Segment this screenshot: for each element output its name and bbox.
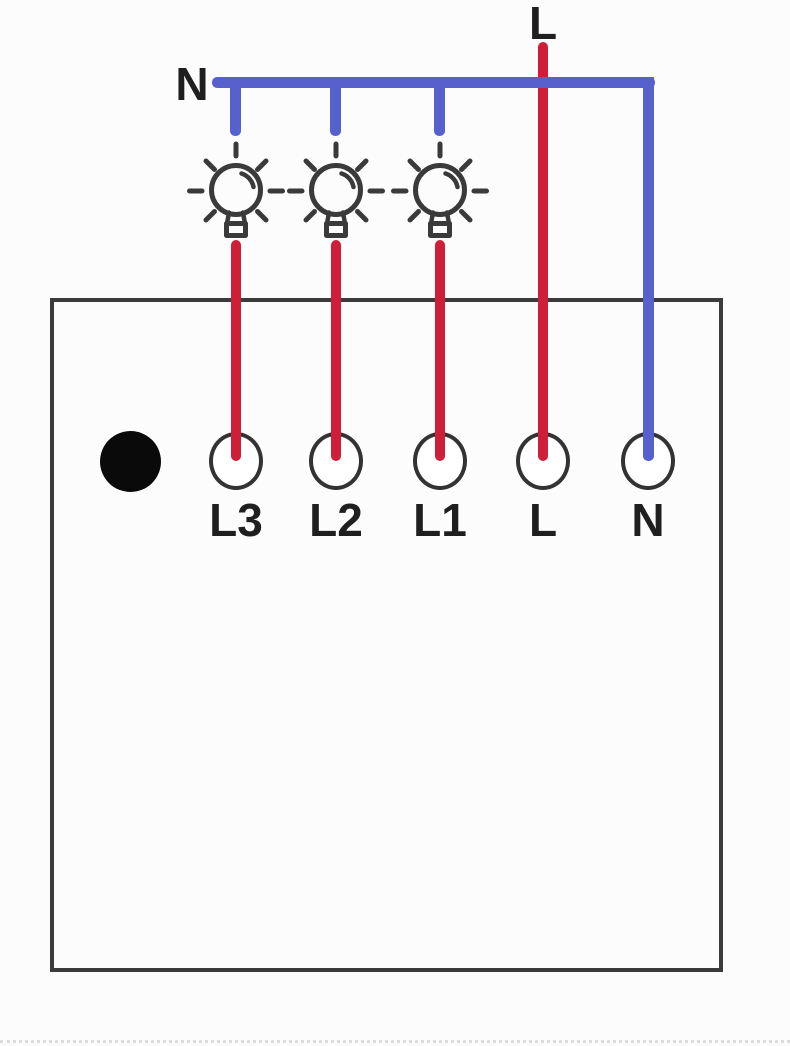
terminal-label-L2: L2	[309, 494, 363, 546]
terminal-L3	[209, 432, 263, 490]
terminal-label-L3: L3	[209, 494, 263, 546]
device-body	[50, 298, 723, 972]
supply-neutral-label: N	[175, 58, 209, 110]
supply-live-label: L	[528, 0, 558, 49]
light-bulb-icon	[390, 141, 490, 249]
live-wire-bulb3-to-L1	[435, 240, 445, 461]
neutral-wire-to-N-terminal	[643, 77, 654, 461]
neutral-bus-wire	[212, 77, 655, 88]
indicator-dot	[100, 431, 161, 492]
terminal-label-L1: L1	[413, 494, 467, 546]
terminal-label-N: N	[631, 494, 665, 546]
neutral-branch-bulb2	[330, 81, 341, 136]
live-wire-bulb1-to-L3	[231, 240, 241, 461]
light-bulb-icon	[286, 141, 386, 249]
live-wire-bulb2-to-L2	[331, 240, 341, 461]
light-bulb-icon	[186, 141, 286, 249]
terminal-label-L: L	[528, 494, 558, 546]
live-supply-wire	[538, 42, 548, 461]
neutral-branch-bulb1	[230, 81, 241, 136]
neutral-branch-bulb3	[434, 81, 445, 136]
bottom-crop-artifact	[0, 1040, 790, 1043]
